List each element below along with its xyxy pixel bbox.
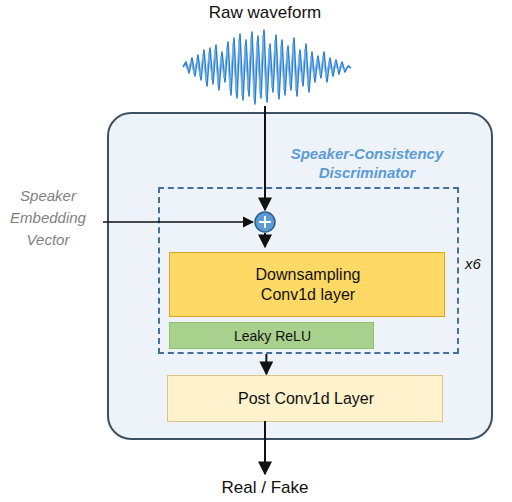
embedding-arrow — [103, 221, 253, 223]
post-conv-layer: Post Conv1d Layer — [167, 375, 443, 422]
embedding-label: Speaker Embedding Vector — [0, 185, 96, 251]
layer-label: Leaky ReLU — [170, 328, 375, 344]
activation-layer: Leaky ReLU — [169, 322, 374, 349]
input-arrow — [264, 106, 266, 210]
flow-arrow — [265, 354, 267, 374]
waveform — [183, 30, 351, 104]
sum-symbol-v — [264, 216, 266, 228]
layer-label: Downsampling Conv1d layer — [170, 265, 446, 305]
repeat-count: x6 — [465, 255, 505, 272]
layer-label: Post Conv1d Layer — [168, 390, 444, 408]
sum-symbol-h — [259, 221, 271, 223]
module-title: Speaker-Consistency Discriminator — [287, 144, 447, 182]
sum-arrow — [264, 233, 266, 247]
waveform-detail — [185, 35, 347, 99]
input-label: Raw waveform — [165, 3, 365, 23]
sum-symbol — [255, 212, 275, 232]
output-label: Real / Fake — [165, 478, 365, 498]
output-arrow — [264, 421, 266, 474]
discriminator-box: Speaker-Consistency Discriminatorx6Downs… — [107, 112, 493, 440]
repeat-block: x6Downsampling Conv1d layerLeaky ReLU — [158, 187, 459, 354]
downsampling-layer: Downsampling Conv1d layer — [169, 252, 445, 317]
